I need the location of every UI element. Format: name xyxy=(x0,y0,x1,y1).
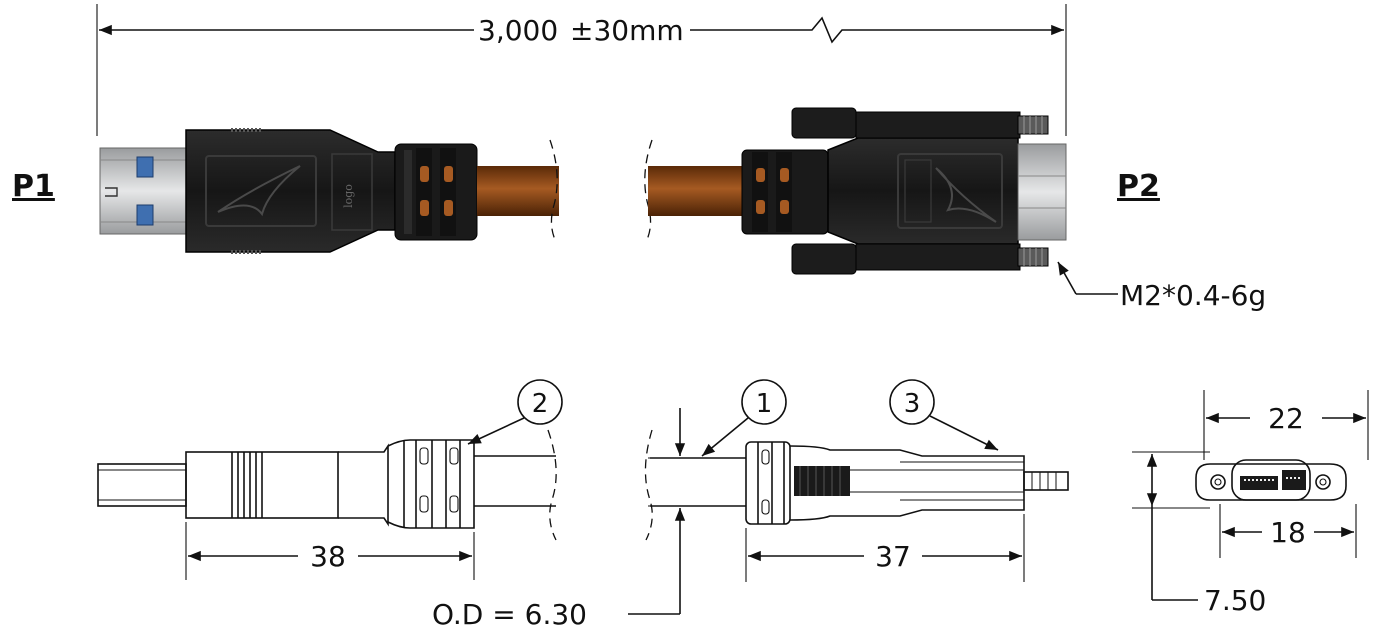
balloon-3-number: 3 xyxy=(904,389,921,419)
outer-diameter-dimension: O.D = 6.30 xyxy=(432,408,690,631)
brand-logo-icon xyxy=(935,167,997,223)
outer-diameter-value: O.D = 6.30 xyxy=(432,598,587,631)
balloon-2: 2 xyxy=(467,379,563,445)
p1-usb-a-connector: logo xyxy=(99,128,559,254)
p1-side-view xyxy=(97,429,557,541)
height-value: 7.50 xyxy=(1204,584,1266,617)
p2-length-value: 37 xyxy=(875,540,911,573)
usb-contact-insert-icon xyxy=(136,204,154,226)
brand-logo-icon xyxy=(217,165,301,217)
p1-label: P1 xyxy=(12,169,55,204)
width-value: 22 xyxy=(1268,402,1304,435)
svg-text:logo: logo xyxy=(342,184,355,208)
p2-length-dimension: 37 xyxy=(745,514,1025,582)
p1-length-dimension: 38 xyxy=(185,522,475,580)
thread-callout: M2*0.4-6g xyxy=(1057,261,1266,312)
balloon-1: 1 xyxy=(701,379,787,457)
balloon-2-number: 2 xyxy=(532,389,549,419)
p2-usb-micro-b-connector xyxy=(644,107,1067,275)
p2-end-view: 22 18 7.50 xyxy=(1132,390,1369,617)
inner-width-value: 18 xyxy=(1270,516,1306,549)
length-value: 3,000 xyxy=(478,14,558,47)
p2-label: P2 xyxy=(1117,169,1160,204)
balloon-3: 3 xyxy=(889,379,999,451)
p1-length-value: 38 xyxy=(310,540,346,573)
usb-contact-insert-icon xyxy=(136,156,154,178)
length-tolerance: ±30mm xyxy=(570,14,684,47)
balloon-1-number: 1 xyxy=(756,389,773,419)
overall-length-dimension: 3,000 ±30mm xyxy=(96,4,1067,136)
thread-spec: M2*0.4-6g xyxy=(1120,279,1266,312)
p2-side-view xyxy=(644,429,1069,541)
